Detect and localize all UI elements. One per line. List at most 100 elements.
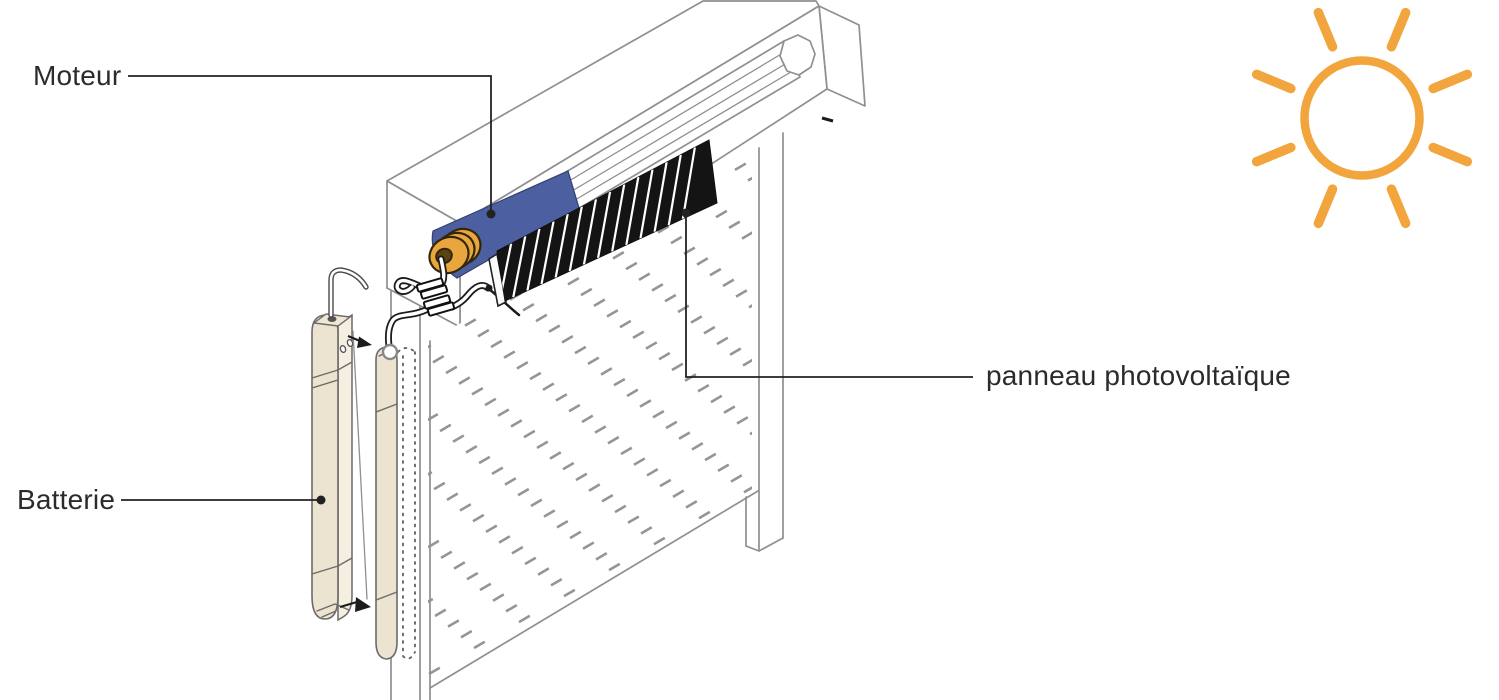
wire-connectors — [415, 277, 456, 317]
curtain-dash — [568, 403, 581, 413]
curtain-dash — [704, 452, 717, 462]
curtain-dash — [717, 463, 730, 472]
curtain-dash — [524, 556, 537, 566]
sun-ray — [1251, 142, 1296, 167]
solar-panel-label: panneau photovoltaïque — [986, 360, 1291, 391]
curtain-dash — [685, 500, 698, 509]
curtain-dash — [793, 148, 804, 154]
curtain-dash — [658, 351, 671, 361]
wire-hook-left-core — [395, 278, 426, 294]
curtain-dash — [594, 425, 607, 434]
roller-tube-facet-3 — [574, 68, 797, 201]
curtain-dash — [445, 365, 458, 375]
curtain-dash — [690, 315, 703, 324]
battery-slot-hidden-bottom — [402, 651, 416, 660]
curtain-dash — [562, 461, 575, 471]
curtain-dash — [815, 481, 826, 487]
curtain-dash — [434, 608, 447, 618]
curtain-dash — [716, 336, 729, 346]
curtain-dash — [471, 386, 484, 396]
curtain-dash — [472, 513, 485, 523]
curtain-dash — [652, 409, 665, 419]
curtain-dash — [478, 455, 491, 465]
curtain-dash — [576, 599, 589, 608]
curtain-dash — [736, 416, 749, 425]
curtain-dash — [518, 614, 531, 624]
curtain-dash — [723, 405, 736, 414]
curtain-dash — [625, 261, 638, 271]
sun-ray — [1428, 69, 1473, 94]
curtain-dash — [729, 347, 742, 356]
curtain-dash — [505, 603, 518, 613]
curtain-dash — [498, 535, 511, 544]
wire-junction-dot — [485, 284, 493, 292]
battery-slot-division-lower — [375, 591, 398, 601]
curtain-dash — [742, 358, 752, 367]
curtain-dash — [651, 283, 664, 292]
curtain-dash — [530, 498, 543, 508]
curtain-dash — [748, 299, 752, 309]
curtain-dash — [632, 330, 645, 340]
curtain-dash — [491, 466, 504, 475]
curtain-dash — [537, 567, 550, 576]
curtain-dash — [548, 324, 561, 333]
curtain-dash — [761, 185, 772, 191]
curtain-dash — [755, 243, 766, 249]
curtain-dash — [535, 313, 548, 323]
curtain-dash — [485, 524, 498, 534]
curtain-dash — [477, 328, 490, 338]
sun-ray — [1313, 184, 1338, 229]
curtain-dash — [601, 493, 614, 503]
curtain-dash — [820, 297, 831, 303]
curtain-dash — [446, 492, 459, 501]
battery-side-face — [337, 313, 353, 622]
curtain-dash — [580, 287, 593, 297]
curtain-dash — [555, 393, 568, 402]
curtain-face — [428, 155, 752, 690]
curtain-dash — [639, 399, 652, 408]
curtain-dash — [440, 550, 453, 560]
curtain-dash — [567, 276, 580, 286]
battery-bottom-slot — [316, 603, 350, 618]
panel-leader-dot — [681, 208, 691, 218]
curtain-dash — [499, 662, 512, 671]
sun-ray — [1386, 184, 1411, 229]
panel-stripe — [540, 221, 555, 285]
curtain-dash — [703, 325, 716, 335]
curtain-dash — [619, 319, 632, 329]
curtain-dash — [613, 377, 626, 387]
curtain-dash — [607, 435, 620, 445]
curtain-dash — [503, 350, 516, 359]
curtain-dash — [722, 278, 735, 288]
curtain-dash — [808, 413, 819, 419]
curtain-dash — [484, 397, 497, 407]
curtain-dash — [620, 446, 633, 456]
insertion-guide-line — [352, 330, 368, 600]
panel-stripe — [596, 191, 612, 259]
curtain-dash — [672, 489, 685, 498]
battery-slot-division-upper — [375, 403, 398, 413]
sun-ray — [1313, 7, 1338, 52]
curtain-dash — [664, 293, 677, 303]
curtain-dash — [634, 584, 647, 593]
battery-leader-dot — [316, 495, 326, 505]
curtain-dash — [763, 439, 774, 445]
curtain-dash — [697, 383, 710, 393]
curtain-dash — [606, 309, 619, 318]
curtain-dash — [574, 345, 587, 355]
curtain-dash — [581, 414, 594, 424]
curtain-dash — [529, 371, 542, 381]
curtain-dash — [543, 509, 556, 518]
panel-stripe — [667, 154, 682, 226]
curtain-dash — [806, 159, 817, 165]
curtain-dash — [775, 322, 786, 328]
curtain-dash — [432, 354, 445, 364]
battery-division-upper-2 — [311, 379, 339, 389]
panel-stripe — [582, 199, 598, 265]
connector-block-2 — [419, 284, 449, 300]
curtain-dash — [492, 593, 505, 602]
battery-stick — [311, 267, 372, 622]
curtain-dash — [677, 304, 690, 314]
battery-cable — [328, 267, 369, 318]
